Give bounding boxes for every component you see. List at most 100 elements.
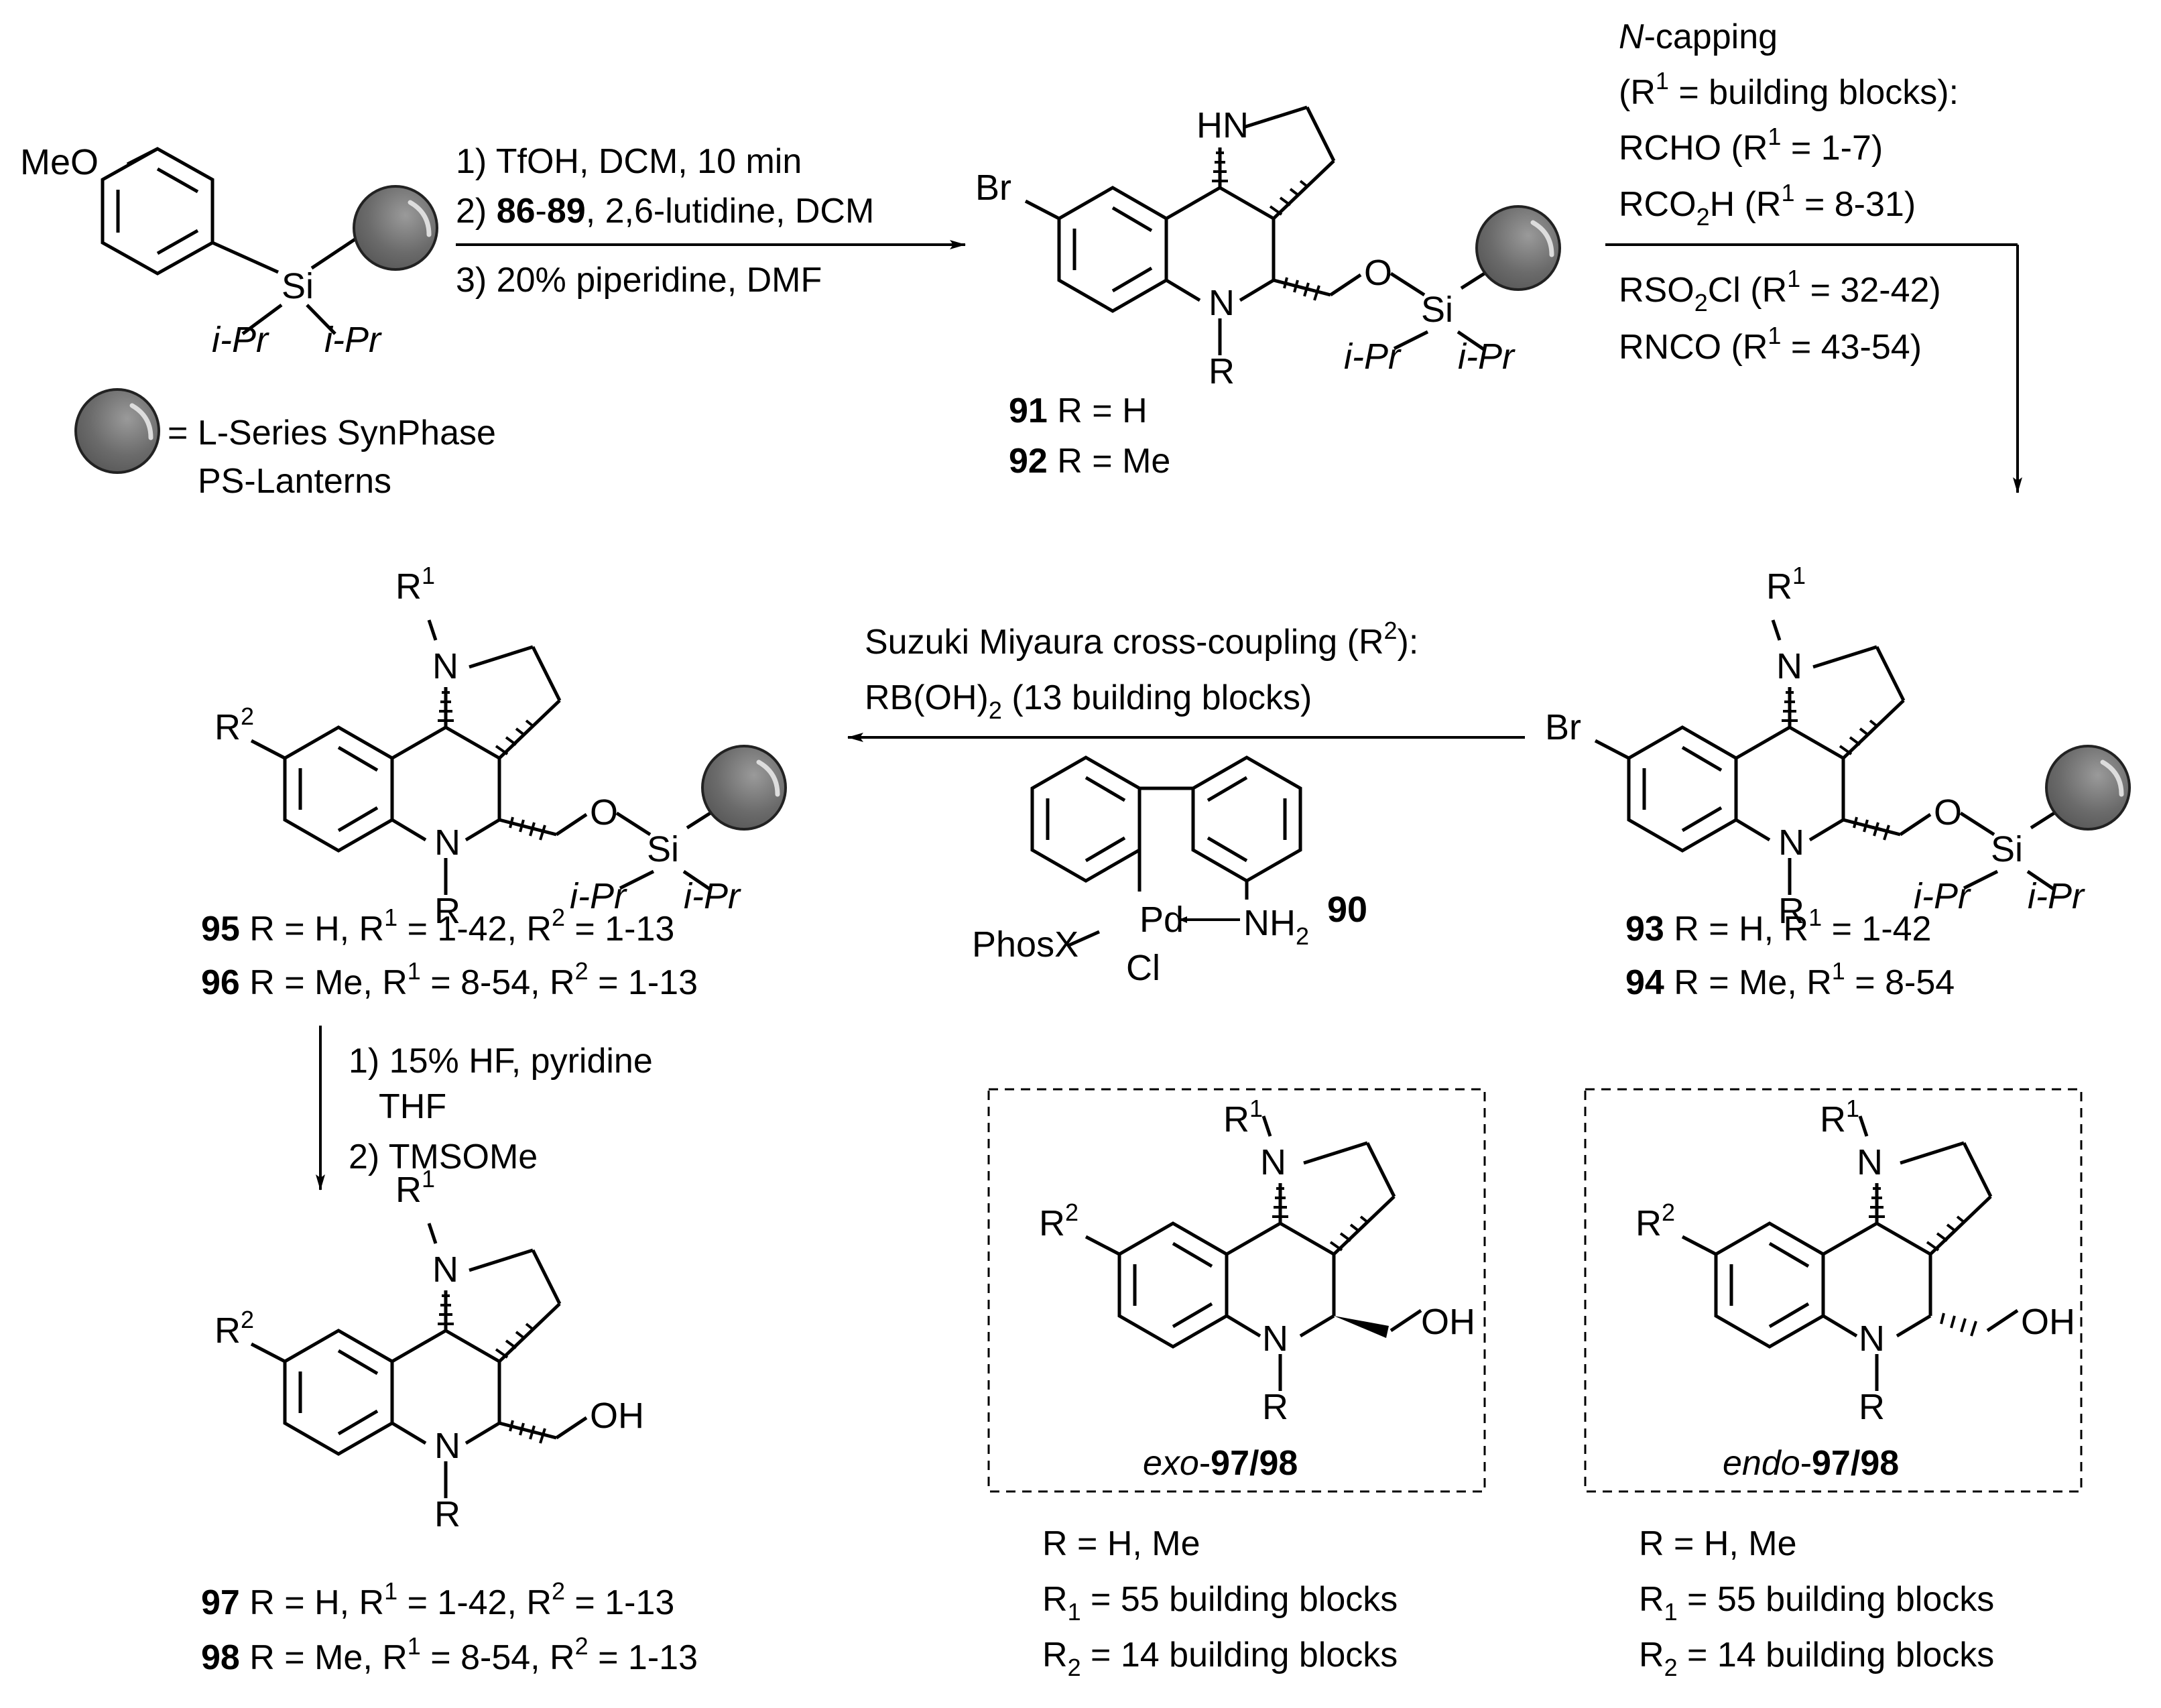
cpd97-n-label: N <box>434 1426 460 1466</box>
deprotect-condition-2: 2) TMSOMe <box>349 1138 538 1176</box>
catalyst-number: 90 <box>1327 890 1367 930</box>
exo-oh-label: OH <box>1421 1302 1475 1342</box>
isopropyl-label-left: i-Pr <box>212 320 269 360</box>
cpd91-n-label: N <box>1209 283 1235 323</box>
endo-r1-label: R1 <box>1820 1095 1859 1140</box>
exo-label: exo-97/98 <box>1143 1444 1298 1483</box>
exo-n-top-label: N <box>1260 1142 1286 1182</box>
exo-note-line-3: R2 = 14 building blocks <box>1042 1636 1398 1681</box>
compound-91-92-structure <box>1024 105 1499 355</box>
compound-97-98-hashes <box>438 1294 546 1444</box>
cpd93-r1-label: R1 <box>1766 562 1806 607</box>
cpd97-caption: 97 R = H, R1 = 1-42, R2 = 1-13 <box>201 1577 674 1622</box>
legend-line-1: = L-Series SynPhase <box>168 414 496 452</box>
chloride-label: Cl <box>1126 948 1160 988</box>
cpd93-br-label: Br <box>1545 707 1581 747</box>
suzuki-line-1: Suzuki Miyaura cross-coupling (R2): <box>865 617 1418 662</box>
phosx-label: PhosX <box>972 924 1078 965</box>
resin-bead-legend-icon <box>74 388 160 474</box>
cpd91-hn-label: HN <box>1196 105 1249 145</box>
exo-r1-label: R1 <box>1223 1095 1263 1140</box>
resin-bead-icon <box>2045 745 2131 831</box>
exo-n-label: N <box>1262 1319 1288 1359</box>
endo-r2-label: R2 <box>1635 1199 1675 1243</box>
endo-note-line-1: R = H, Me <box>1639 1524 1797 1563</box>
cpd93-caption: 93 R = H, R1 = 1-42 <box>1625 904 1931 949</box>
cpd93-n-top-label: N <box>1776 646 1802 686</box>
ncap-line-3: RCHO (R1 = 1-7) <box>1619 123 1883 168</box>
cpd95-ipr-left: i-Pr <box>570 876 627 916</box>
cpd93-n-label: N <box>1778 822 1804 863</box>
exo-note-line-2: R1 = 55 building blocks <box>1042 1580 1398 1626</box>
compound-91-92-hashes <box>1212 151 1320 301</box>
cpd93-si-label: Si <box>1991 829 2023 869</box>
suzuki-line-2: RB(OH)2 (13 building blocks) <box>865 678 1312 724</box>
endo-n-top-label: N <box>1857 1142 1883 1182</box>
cpd97-n-top-label: N <box>432 1249 458 1290</box>
cpd98-caption: 98 R = Me, R1 = 8-54, R2 = 1-13 <box>201 1632 698 1677</box>
cpd96-caption: 96 R = Me, R1 = 8-54, R2 = 1-13 <box>201 957 698 1002</box>
cpd97-r2-label: R2 <box>214 1306 254 1351</box>
ncap-line-2: (R1 = building blocks): <box>1619 67 1959 112</box>
cpd91-ipr-right: i-Pr <box>1458 337 1516 377</box>
ncap-line-5: RSO2Cl (R1 = 32-42) <box>1619 265 1941 316</box>
endo-r-label: R <box>1859 1387 1885 1427</box>
compound-97-98-structure <box>250 1223 588 1498</box>
cpd95-caption: 95 R = H, R1 = 1-42, R2 = 1-13 <box>201 904 674 949</box>
cpd91-br-label: Br <box>975 168 1011 208</box>
cpd91-caption: 91 R = H <box>1009 391 1148 430</box>
cpd97-r1-label: R1 <box>395 1165 435 1210</box>
resin-bead-icon <box>353 185 438 271</box>
compound-95-96-hashes <box>438 691 546 841</box>
cpd95-si-label: Si <box>647 829 679 869</box>
step1-condition-2: 2) 86-89, 2,6-lutidine, DCM <box>456 192 874 231</box>
cpd95-r1-label: R1 <box>395 562 435 607</box>
amine-label: NH2 <box>1243 903 1309 950</box>
cpd95-n-top-label: N <box>432 646 458 686</box>
exo-wedge-bond <box>1334 1316 1389 1338</box>
deprotect-condition-1b: THF <box>379 1087 446 1126</box>
cpd91-r-label: R <box>1209 351 1235 391</box>
endo-n-label: N <box>1859 1319 1885 1359</box>
cpd91-ipr-left: i-Pr <box>1344 337 1402 377</box>
cpd93-ipr-left: i-Pr <box>1914 876 1971 916</box>
cpd93-ipr-right: i-Pr <box>2028 876 2085 916</box>
exo-hashes <box>1272 1187 1369 1252</box>
cpd92-caption: 92 R = Me <box>1009 442 1170 481</box>
ncap-line-4: RCO2H (R1 = 8-31) <box>1619 179 1916 231</box>
ncap-title: N-capping <box>1619 17 1778 56</box>
cpd95-ipr-right: i-Pr <box>684 876 741 916</box>
catalyst-90-structure <box>1030 755 1302 947</box>
cpd93-r-label: R <box>1778 891 1804 931</box>
exo-r2-label: R2 <box>1039 1199 1078 1243</box>
methoxy-label: MeO <box>20 142 99 182</box>
endo-oh-label: OH <box>2021 1302 2075 1342</box>
cpd95-o-label: O <box>590 792 618 833</box>
exo-r-label: R <box>1262 1387 1288 1427</box>
legend-line-2: PS-Lanterns <box>198 462 391 501</box>
start-material <box>101 147 363 336</box>
ncap-line-6: RNCO (R1 = 43-54) <box>1619 322 1922 367</box>
cpd95-n-label: N <box>434 822 460 863</box>
compound-93-94-hashes <box>1782 691 1890 841</box>
endo-structure <box>1681 1115 2019 1391</box>
cpd95-r2-label: R2 <box>214 703 254 747</box>
endo-hashes <box>1869 1187 1977 1337</box>
cpd91-si-label: Si <box>1421 290 1453 330</box>
cpd91-o-label: O <box>1364 253 1392 293</box>
cpd97-oh-label: OH <box>590 1396 644 1436</box>
palladium-label: Pd <box>1139 900 1184 940</box>
endo-label: endo-97/98 <box>1723 1444 1899 1483</box>
silicon-label: Si <box>282 266 314 306</box>
cpd97-r-label: R <box>434 1494 460 1534</box>
step1-condition-1: 1) TfOH, DCM, 10 min <box>456 142 802 181</box>
exo-note-line-1: R = H, Me <box>1042 1524 1200 1563</box>
step1-condition-3: 3) 20% piperidine, DMF <box>456 261 822 300</box>
cpd93-o-label: O <box>1934 792 1962 833</box>
cpd94-caption: 94 R = Me, R1 = 8-54 <box>1625 957 1955 1002</box>
exo-dashed-box <box>987 1088 1486 1493</box>
cpd95-r-label: R <box>434 891 460 931</box>
endo-dashed-box <box>1584 1088 2083 1493</box>
exo-structure <box>1085 1115 1422 1391</box>
